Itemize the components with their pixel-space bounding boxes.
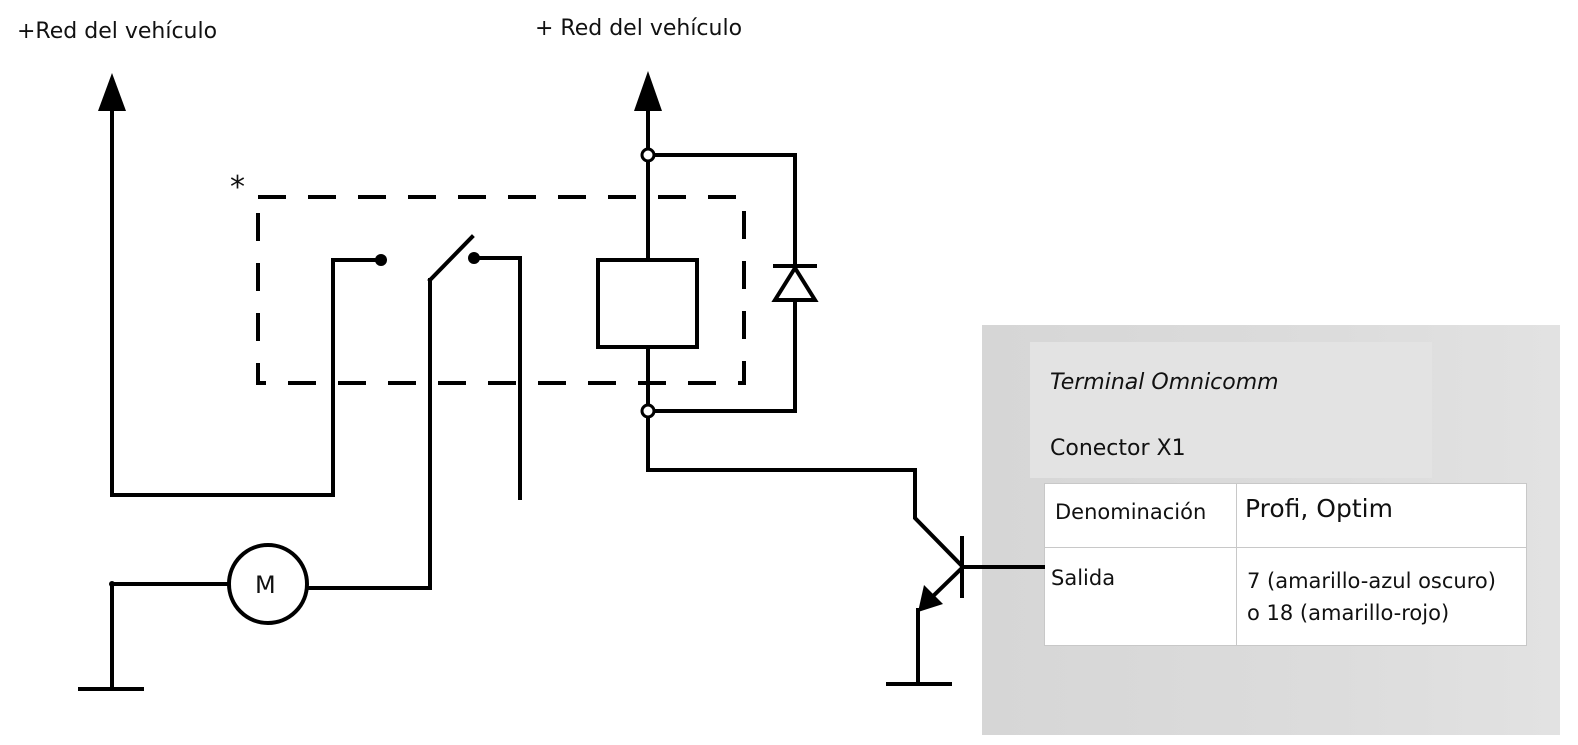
switch-contact-dot-left xyxy=(375,254,387,266)
relay-enclosure-dashed xyxy=(256,195,746,385)
diode-bottom-wire xyxy=(646,298,797,413)
ground-junction-dot xyxy=(109,581,115,587)
switch-to-motor-wire xyxy=(305,278,432,590)
terminal-header-area xyxy=(1030,342,1432,478)
motor-ground-wire xyxy=(110,582,231,690)
switch-contact-dot-right xyxy=(468,252,480,264)
diode-top-wire xyxy=(646,153,797,268)
connector-label: Conector X1 xyxy=(1050,436,1186,461)
collector-wire xyxy=(646,468,965,569)
switch-contact-wire xyxy=(473,256,522,500)
supply-label-left: +Red del vehículo xyxy=(17,19,217,44)
left-supply-arrow xyxy=(98,73,126,111)
pin-table: Denominación Profi, Optim Salida 7 (amar… xyxy=(1044,483,1527,646)
asterisk-note: * xyxy=(230,170,245,205)
junction-top xyxy=(640,147,656,163)
switch-blade xyxy=(427,234,475,283)
terminal-title: Terminal Omnicomm xyxy=(1050,370,1279,395)
row-value-line2: o 18 (amarillo-rojo) xyxy=(1247,600,1450,625)
relay-coil xyxy=(596,258,699,349)
row-value: 7 (amarillo-azul oscuro) o 18 (amarillo-… xyxy=(1236,547,1527,646)
left-supply-wire xyxy=(110,108,382,497)
right-supply-arrow xyxy=(634,71,662,111)
emitter-wire xyxy=(926,565,965,603)
header-denominacion: Denominación xyxy=(1044,483,1237,548)
motor-label: M xyxy=(255,571,276,599)
junction-bottom xyxy=(640,403,656,419)
row-value-line1: 7 (amarillo-azul oscuro) xyxy=(1247,569,1496,593)
emitter-arrow xyxy=(918,585,943,612)
table-row: Salida 7 (amarillo-azul oscuro) o 18 (am… xyxy=(1044,547,1527,646)
motor-symbol xyxy=(227,543,309,625)
row-name: Salida xyxy=(1044,547,1237,646)
supply-label-right: + Red del vehículo xyxy=(535,16,742,41)
diode-triangle xyxy=(771,264,819,302)
table-header-row: Denominación Profi, Optim xyxy=(1044,483,1527,548)
header-models: Profi, Optim xyxy=(1236,483,1527,548)
